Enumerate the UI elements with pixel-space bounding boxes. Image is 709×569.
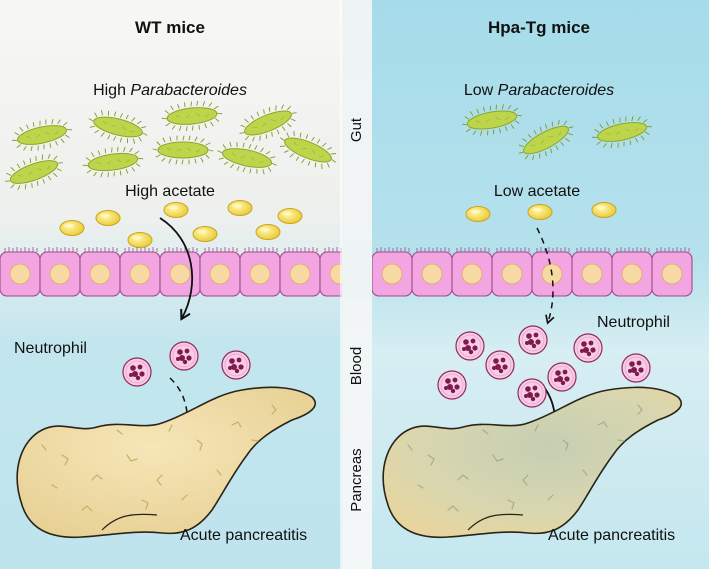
panel-divider [340,0,342,569]
wt-outcome-label: Acute pancreatitis [180,527,307,544]
wt-acetate-arrow [159,217,193,321]
wt-pancreas [16,386,317,539]
acetate-icon [95,210,121,226]
epithelial-cell [79,246,121,297]
wt-acetate-label: High acetate [125,183,215,200]
acetate-icon [527,204,553,220]
epithelial-cell [119,246,161,297]
epithelial-cell [611,246,653,297]
tg-pancreas [382,386,683,539]
compartment-gut: Gut [348,117,365,142]
compartment-pancreas: Pancreas [348,448,365,511]
neutrophil-icon [169,341,199,371]
neutrophil-icon [122,357,152,387]
epithelial-cell [39,246,81,297]
tg-acetate-label: Low acetate [494,183,580,200]
wt-neutrophil-label: Neutrophil [14,340,87,357]
acetate-icon [255,224,281,240]
acetate-icon [227,200,253,216]
tg-neutrophil-label: Neutrophil [597,314,670,331]
tg-bacteria-label: Low Parabacteroides [464,82,614,99]
neutrophil-icon [621,353,651,383]
neutrophil-icon [437,370,467,400]
wt-bacteria-label: High Parabacteroides [93,82,247,99]
epithelial-cell [0,246,41,297]
epithelial-cell [651,246,693,297]
neutrophil-icon [517,378,547,408]
neutrophil-icon [221,350,251,380]
acetate-icon [277,208,303,224]
epithelial-cell [571,246,613,297]
epithelial-cell [159,246,201,297]
compartment-blood: Blood [348,347,365,385]
neutrophil-icon [547,362,577,392]
wt-epithelium [0,246,361,297]
epithelial-cell [491,246,533,297]
compartment-strip-cover [342,240,372,300]
tg-title: Hpa-Tg mice [488,18,590,37]
epithelial-cell [371,246,413,297]
acetate-icon [163,202,189,218]
epithelial-cell [279,246,321,297]
epithelial-cell [199,246,241,297]
acetate-icon [59,220,85,236]
acetate-icon [465,206,491,222]
tg-outcome-label: Acute pancreatitis [548,527,675,544]
epithelial-cell [239,246,281,297]
neutrophil-icon [455,331,485,361]
acetate-icon [192,226,218,242]
acetate-icon [591,202,617,218]
wt-title: WT mice [135,18,205,37]
epithelial-cell [411,246,453,297]
epithelial-cell [451,246,493,297]
neutrophil-icon [485,350,515,380]
neutrophil-icon [573,333,603,363]
neutrophil-icon [518,325,548,355]
acetate-icon [127,232,153,248]
